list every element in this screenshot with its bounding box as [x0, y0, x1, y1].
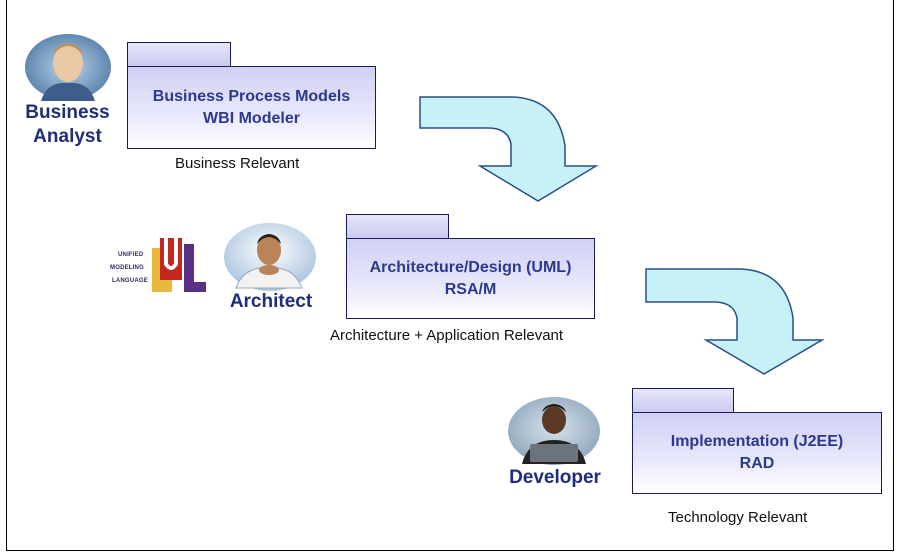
business-analyst-avatar — [25, 34, 111, 101]
package-title: Implementation (J2EE) — [670, 433, 844, 450]
uml-logo-mark — [152, 238, 206, 292]
flow-arrow-1 — [419, 96, 598, 202]
package-title: Architecture/Design (UML) — [369, 258, 572, 276]
package-body: Implementation (J2EE) RAD — [632, 412, 882, 494]
diagram-frame — [6, 0, 894, 551]
package-tool: WBI Modeler — [203, 109, 300, 127]
uml-logo: UNIFIED MODELING LANGUAGE — [110, 234, 210, 294]
architect-label: Architect — [229, 291, 313, 312]
uml-logo-word: LANGUAGE — [112, 278, 148, 284]
uml-logo-word: MODELING — [110, 265, 144, 271]
developer-avatar — [508, 397, 600, 465]
package-tab — [632, 388, 734, 413]
package-tab — [346, 214, 449, 239]
business-analyst-label: Business Analyst — [25, 102, 110, 147]
uml-logo-word: UNIFIED — [118, 252, 144, 258]
developer-label: Developer — [509, 467, 601, 488]
caption-technology-relevant: Technology Relevant — [668, 509, 808, 526]
caption-business-relevant: Business Relevant — [175, 155, 300, 172]
package-body: Architecture/Design (UML) RSA/M — [346, 238, 595, 319]
package-title: Business Process Models — [152, 87, 351, 105]
flow-arrow-2 — [645, 268, 824, 375]
package-body: Business Process Models WBI Modeler — [127, 66, 376, 149]
package-tool: RSA/M — [444, 280, 497, 298]
architect-avatar — [224, 223, 316, 291]
package-architecture-design: Architecture/Design (UML) RSA/M — [346, 214, 595, 319]
package-tab — [127, 42, 231, 67]
package-implementation: Implementation (J2EE) RAD — [632, 388, 882, 494]
package-business-process-models: Business Process Models WBI Modeler — [127, 42, 376, 149]
caption-architecture-application-relevant: Architecture + Application Relevant — [330, 327, 564, 344]
package-tool: RAD — [739, 455, 775, 472]
